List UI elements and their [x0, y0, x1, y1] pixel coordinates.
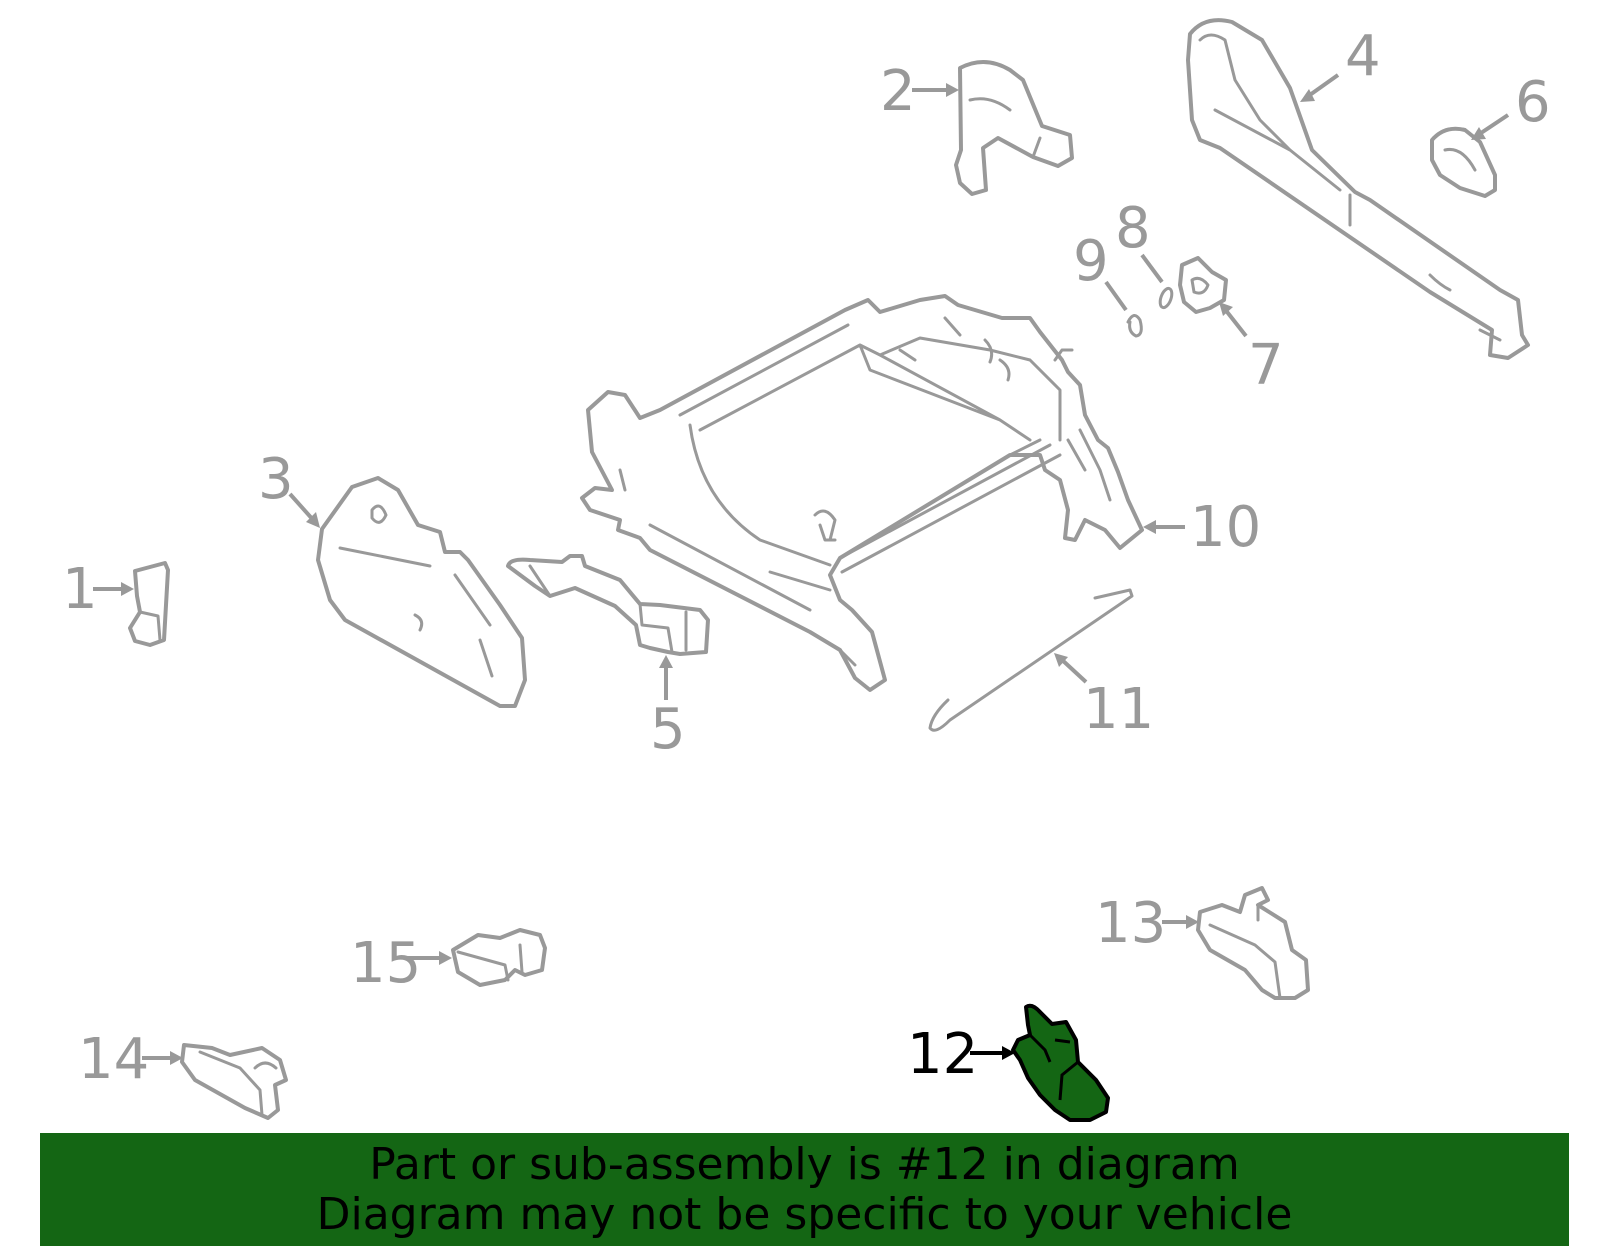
part-3[interactable] — [316, 476, 527, 708]
part-9[interactable] — [1126, 314, 1143, 338]
part-5[interactable] — [506, 554, 710, 656]
leader-7 — [1222, 306, 1248, 338]
callout-8: 8 — [1115, 196, 1151, 261]
callout-10: 10 — [1190, 495, 1261, 560]
arrow-7 — [1219, 302, 1233, 316]
part-1[interactable] — [128, 561, 170, 647]
leader-8 — [1140, 253, 1164, 284]
leader-6 — [1476, 113, 1510, 137]
callout-12: 12 — [907, 1022, 978, 1087]
arrow-11 — [1054, 653, 1068, 667]
callout-13: 13 — [1095, 891, 1166, 956]
part-10-seat-frame[interactable] — [580, 294, 1144, 692]
arrow-3 — [306, 512, 320, 528]
callout-15: 15 — [350, 931, 421, 996]
part-13[interactable] — [1196, 886, 1310, 1000]
callout-2: 2 — [880, 59, 916, 124]
leader-9 — [1104, 280, 1128, 312]
arrow-14 — [170, 1051, 183, 1065]
callout-11: 11 — [1083, 677, 1154, 742]
callout-4: 4 — [1345, 24, 1381, 89]
arrow-6 — [1471, 127, 1486, 140]
callout-14: 14 — [78, 1027, 149, 1092]
callout-9: 9 — [1073, 229, 1109, 294]
part-11[interactable] — [928, 588, 1134, 732]
part-6[interactable] — [1430, 126, 1497, 198]
arrow-2 — [946, 83, 959, 97]
arrow-10 — [1143, 520, 1156, 534]
callout-3: 3 — [258, 447, 294, 512]
part-12-highlighted[interactable] — [1011, 1003, 1110, 1122]
callout-7: 7 — [1248, 333, 1284, 398]
part-2[interactable] — [954, 60, 1074, 196]
arrow-5 — [659, 655, 673, 668]
leader-4 — [1305, 73, 1340, 99]
info-banner: Part or sub-assembly is #12 in diagram D… — [40, 1133, 1569, 1246]
arrow-1 — [121, 582, 134, 596]
part-4[interactable] — [1186, 18, 1530, 360]
callout-6: 6 — [1515, 70, 1551, 135]
part-15[interactable] — [451, 928, 547, 987]
callout-5: 5 — [650, 697, 686, 762]
part-8[interactable] — [1158, 286, 1174, 310]
arrow-13 — [1186, 915, 1199, 929]
arrow-15 — [439, 951, 452, 965]
arrow-12 — [1002, 1046, 1015, 1060]
part-14[interactable] — [180, 1043, 288, 1120]
leader-11 — [1058, 656, 1088, 684]
part-7[interactable] — [1178, 256, 1228, 314]
banner-line-disclaimer: Diagram may not be specific to your vehi… — [316, 1189, 1293, 1240]
callout-1: 1 — [62, 557, 98, 622]
banner-line-part: Part or sub-assembly is #12 in diagram — [369, 1139, 1240, 1190]
arrow-4 — [1300, 89, 1315, 102]
